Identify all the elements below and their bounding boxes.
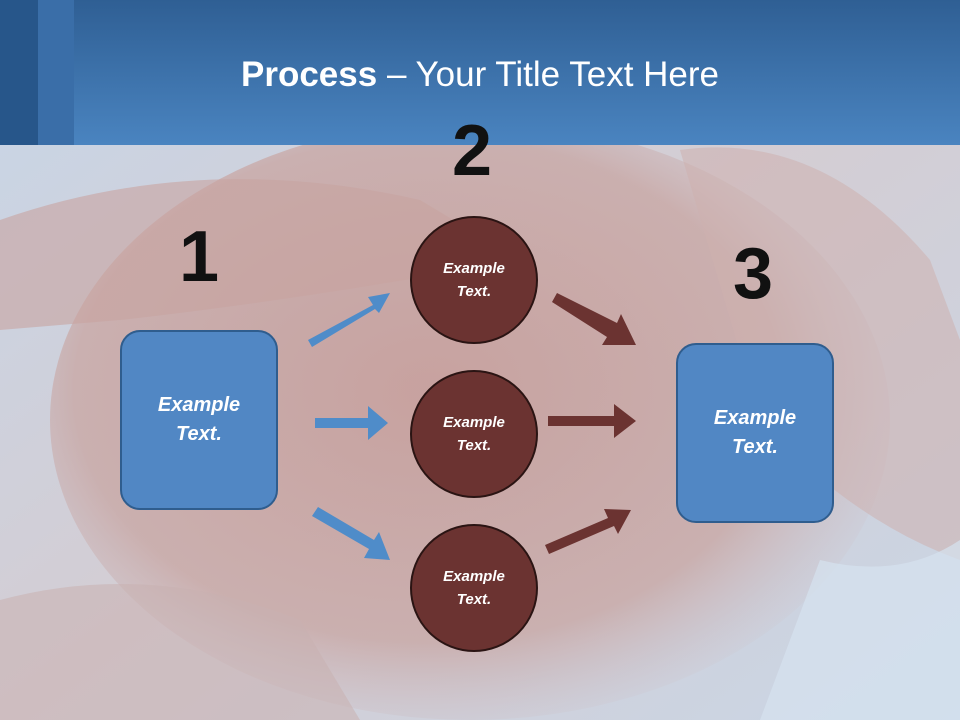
step-1-box: Example Text. [120,330,278,510]
arrow-to-circle-1 [308,293,390,347]
title-rest: – Your Title Text Here [377,55,719,94]
step-2-circle-top: Example Text. [410,216,538,344]
arrow-from-circle-1 [552,293,636,345]
arrow-from-circle-3 [545,509,631,554]
arrow-from-circle-2 [548,404,636,438]
step-3-box: Example Text. [676,343,834,523]
step-2-circle-middle: Example Text. [410,370,538,498]
step-2-circle-bottom: Example Text. [410,524,538,652]
header-accent-stripe [0,0,38,145]
arrow-to-circle-3 [312,507,390,560]
circle-middle-label: Example Text. [443,414,505,454]
step-3-box-label: Example Text. [713,407,797,458]
slide-title: Process – Your Title Text Here [0,50,960,100]
step-number-3: 3 [732,234,774,314]
step-number-2: 2 [451,111,493,191]
step-1-box-label: Example Text. [157,394,241,445]
header-accent-stripe-light [38,0,74,145]
circle-top-label: Example Text. [443,260,505,300]
arrow-to-circle-2 [315,406,388,440]
circle-bottom-label: Example Text. [443,568,505,608]
step-number-1: 1 [178,217,220,297]
title-bar: Process – Your Title Text Here [0,0,960,145]
title-bold-part: Process [241,55,378,94]
